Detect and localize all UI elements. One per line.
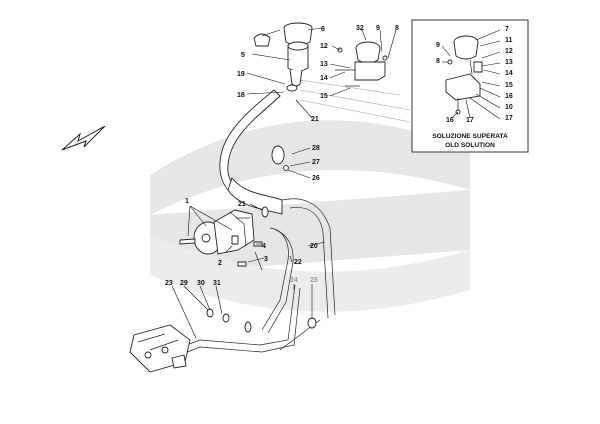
callout-1: 1 [185, 198, 189, 205]
inset-callout-16: 16 [505, 93, 513, 100]
callout-19: 19 [237, 71, 245, 78]
steering-rack [129, 324, 191, 373]
callout-6: 6 [321, 26, 325, 33]
callout-4: 4 [262, 243, 266, 250]
inset-leader-lines [441, 29, 501, 120]
bracket-assembly [335, 41, 388, 87]
callout-30: 30 [197, 280, 205, 287]
callout-23: 23 [165, 280, 173, 287]
callout-2: 2 [218, 260, 222, 267]
inset-callout-17-lower: 17 [466, 117, 474, 124]
inset-old-solution: 7 11 12 13 14 15 16 10 17 9 8 16 17 SOLU… [411, 19, 529, 153]
callout-15: 15 [320, 93, 328, 100]
callout-8: 8 [395, 25, 399, 32]
inset-callout-7: 7 [505, 26, 509, 33]
inset-caption-english: OLD SOLUTION [445, 142, 495, 149]
callout-18: 18 [237, 92, 245, 99]
hose-clamps [206, 145, 317, 333]
hose-lines [159, 89, 336, 363]
inset-callout-16-lower: 16 [446, 117, 454, 124]
inset-callout-13: 13 [505, 59, 513, 66]
callout-21b: 21 [238, 201, 246, 208]
callout-9: 9 [376, 25, 380, 32]
callout-32: 32 [356, 25, 364, 32]
inset-callout-12: 12 [505, 48, 513, 55]
callout-14: 14 [320, 75, 328, 82]
inset-caption-italian: SOLUZIONE SUPERATA [432, 133, 508, 140]
callout-21a: 21 [311, 116, 319, 123]
callout-12: 12 [320, 43, 328, 50]
leader-lines [171, 27, 397, 339]
direction-arrow-icon [61, 125, 106, 151]
inset-callout-8: 8 [436, 58, 440, 65]
callout-24: 24 [290, 277, 298, 284]
callout-27: 27 [312, 159, 320, 166]
callout-labels: 6 5 19 18 21 12 13 14 15 32 9 8 28 27 26… [165, 25, 399, 287]
callout-13: 13 [320, 61, 328, 68]
inset-callout-15: 15 [505, 82, 513, 89]
inset-callout-10: 10 [505, 104, 513, 111]
inset-callout-labels: 7 11 12 13 14 15 16 10 17 9 8 16 17 [436, 26, 513, 124]
callout-22: 22 [294, 259, 302, 266]
callout-31: 31 [213, 280, 221, 287]
callout-25: 25 [310, 277, 318, 284]
callout-29: 29 [180, 280, 188, 287]
callout-3: 3 [264, 256, 268, 263]
inset-callout-9: 9 [436, 42, 440, 49]
inset-callout-17: 17 [505, 115, 513, 122]
reservoir-assembly [253, 22, 313, 92]
callout-28: 28 [312, 145, 320, 152]
callout-5: 5 [241, 52, 245, 59]
callout-26: 26 [312, 175, 320, 182]
inset-callout-11: 11 [505, 37, 513, 44]
callout-20: 20 [310, 243, 318, 250]
inset-callout-14: 14 [505, 70, 513, 77]
chassis-outline [299, 79, 411, 123]
